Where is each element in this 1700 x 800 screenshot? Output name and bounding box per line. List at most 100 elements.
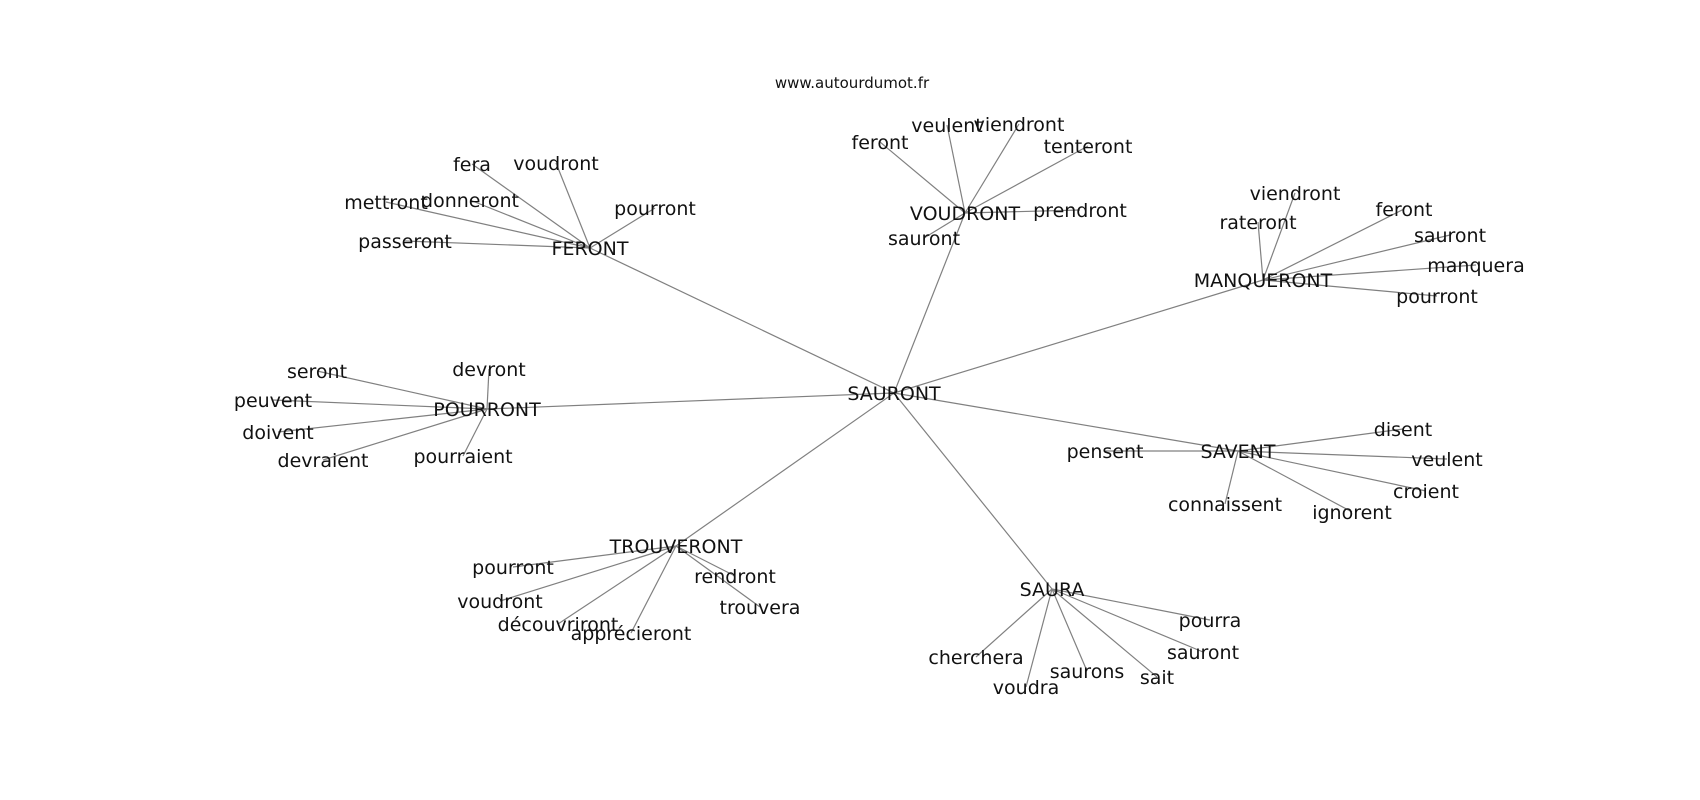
edge-root-to-saura bbox=[893, 392, 1053, 590]
edge-root-to-voudront bbox=[893, 212, 966, 394]
leaf-node-savent-ignorent[interactable]: ignorent bbox=[1312, 502, 1392, 524]
edge-saura-to-saurons bbox=[1051, 588, 1088, 672]
edge-pourront-to-peuvent bbox=[272, 399, 488, 410]
leaf-node-trouveront-apprecieront[interactable]: apprécieront bbox=[571, 623, 692, 645]
leaf-node-voudront-viendront[interactable]: viendront bbox=[974, 114, 1065, 136]
leaf-node-pourront-pourraient[interactable]: pourraient bbox=[413, 446, 512, 468]
edge-trouveront-to-decouvriront bbox=[557, 545, 677, 625]
edge-pourront-to-doivent bbox=[277, 408, 488, 433]
edge-savent-to-veulent bbox=[1237, 450, 1448, 460]
leaf-node-feront-passeront[interactable]: passeront bbox=[358, 231, 452, 253]
leaf-node-saura-sait[interactable]: sait bbox=[1140, 667, 1174, 689]
edge-manqueront-to-viendront bbox=[1262, 192, 1296, 281]
leaf-node-voudront-prendront[interactable]: prendront bbox=[1033, 200, 1127, 222]
edge-voudront-to-tenteront bbox=[964, 145, 1089, 214]
edge-trouveront-to-trouvera bbox=[675, 545, 761, 608]
leaf-node-manqueront-pourront[interactable]: pourront bbox=[1396, 286, 1478, 308]
edge-savent-to-ignorent bbox=[1237, 450, 1353, 513]
leaf-node-savent-croient[interactable]: croient bbox=[1393, 481, 1459, 503]
edge-voudront-to-feront bbox=[879, 141, 966, 214]
edge-feront-to-mettront bbox=[385, 201, 591, 249]
leaf-node-savent-pensent[interactable]: pensent bbox=[1067, 441, 1144, 463]
graph-edges bbox=[272, 123, 1477, 688]
edge-voudront-to-viendront bbox=[964, 123, 1020, 214]
leaf-node-feront-donneront[interactable]: donneront bbox=[421, 190, 519, 212]
leaf-node-voudront-veulent[interactable]: veulent bbox=[911, 115, 982, 137]
edge-savent-to-connaissent bbox=[1224, 450, 1239, 505]
edge-feront-to-pourront bbox=[589, 207, 656, 249]
leaf-node-feront-mettront[interactable]: mettront bbox=[344, 192, 428, 214]
hub-node-saura[interactable]: SAURA bbox=[1020, 579, 1085, 601]
leaf-node-trouveront-voudront[interactable]: voudront bbox=[457, 591, 542, 613]
leaf-node-saura-sauront[interactable]: sauront bbox=[1167, 642, 1239, 664]
edge-manqueront-to-pourront bbox=[1262, 279, 1438, 297]
edge-root-to-feront bbox=[589, 247, 895, 394]
leaf-node-trouveront-trouvera[interactable]: trouvera bbox=[720, 597, 801, 619]
leaf-node-manqueront-manquera[interactable]: manquera bbox=[1427, 255, 1524, 277]
edge-trouveront-to-rendront bbox=[675, 545, 736, 577]
edge-root-to-manqueront bbox=[893, 279, 1264, 394]
edge-manqueront-to-manquera bbox=[1262, 264, 1477, 281]
edge-manqueront-to-sauront bbox=[1262, 234, 1451, 281]
leaf-node-feront-voudront[interactable]: voudront bbox=[513, 153, 598, 175]
leaf-node-savent-disent[interactable]: disent bbox=[1374, 419, 1432, 441]
hub-node-voudront[interactable]: VOUDRONT bbox=[910, 203, 1021, 225]
edge-saura-to-voudra bbox=[1025, 588, 1053, 688]
leaf-node-manqueront-rateront[interactable]: rateront bbox=[1219, 212, 1296, 234]
leaf-node-manqueront-viendront[interactable]: viendront bbox=[1250, 183, 1341, 205]
edge-pourront-to-seront bbox=[316, 370, 488, 410]
edge-voudront-to-sauront bbox=[923, 212, 966, 239]
edge-pourront-to-devraient bbox=[322, 408, 488, 461]
edge-voudront-to-prendront bbox=[964, 209, 1081, 214]
edge-savent-to-disent bbox=[1237, 428, 1404, 452]
leaf-node-trouveront-pourront[interactable]: pourront bbox=[472, 557, 554, 579]
leaf-node-trouveront-rendront[interactable]: rendront bbox=[694, 566, 776, 588]
leaf-node-savent-veulent[interactable]: veulent bbox=[1411, 449, 1482, 471]
leaf-node-voudront-feront[interactable]: feront bbox=[852, 132, 909, 154]
edge-trouveront-to-voudront bbox=[499, 545, 677, 602]
root-node-sauront[interactable]: SAURONT bbox=[847, 383, 941, 405]
edge-manqueront-to-rateront bbox=[1257, 221, 1264, 281]
hub-node-pourront[interactable]: POURRONT bbox=[433, 399, 541, 421]
hub-node-trouveront[interactable]: TROUVERONT bbox=[609, 536, 743, 558]
leaf-node-pourront-doivent[interactable]: doivent bbox=[242, 422, 313, 444]
leaf-node-manqueront-sauront[interactable]: sauront bbox=[1414, 225, 1486, 247]
leaf-node-savent-connaissent[interactable]: connaissent bbox=[1168, 494, 1282, 516]
leaf-node-voudront-tenteront[interactable]: tenteront bbox=[1044, 136, 1133, 158]
leaf-node-manqueront-feront[interactable]: feront bbox=[1376, 199, 1433, 221]
edge-root-to-trouveront bbox=[675, 392, 895, 547]
edge-feront-to-passeront bbox=[404, 240, 591, 249]
leaf-node-voudront-sauront[interactable]: sauront bbox=[888, 228, 960, 250]
edge-saura-to-sauront bbox=[1051, 588, 1204, 653]
edge-pourront-to-pourraient bbox=[462, 408, 488, 457]
leaf-node-pourront-devront[interactable]: devront bbox=[452, 359, 526, 381]
edge-saura-to-pourra bbox=[1051, 588, 1211, 621]
leaf-node-pourront-peuvent[interactable]: peuvent bbox=[234, 390, 312, 412]
edge-root-to-pourront bbox=[486, 392, 895, 410]
leaf-node-pourront-devraient[interactable]: devraient bbox=[278, 450, 369, 472]
edge-savent-to-croient bbox=[1237, 450, 1427, 492]
edge-trouveront-to-pourront bbox=[512, 545, 677, 568]
hub-node-savent[interactable]: SAVENT bbox=[1200, 441, 1275, 463]
hub-node-feront[interactable]: FERONT bbox=[552, 238, 629, 260]
edge-root-to-savent bbox=[893, 392, 1239, 452]
edge-pourront-to-devront bbox=[486, 368, 490, 410]
leaf-node-saura-cherchera[interactable]: cherchera bbox=[928, 647, 1023, 669]
leaf-node-feront-fera[interactable]: fera bbox=[453, 154, 491, 176]
edge-manqueront-to-feront bbox=[1262, 208, 1405, 281]
edge-feront-to-voudront bbox=[555, 162, 591, 249]
edge-saura-to-cherchera bbox=[975, 588, 1053, 658]
leaf-node-saura-pourra[interactable]: pourra bbox=[1179, 610, 1242, 632]
site-watermark[interactable]: www.autourdumot.fr bbox=[775, 74, 930, 92]
leaf-node-trouveront-decouvriront[interactable]: découvriront bbox=[498, 614, 619, 636]
leaf-node-saura-voudra[interactable]: voudra bbox=[993, 677, 1059, 699]
edge-feront-to-donneront bbox=[469, 199, 591, 249]
edge-voudront-to-veulent bbox=[946, 124, 966, 214]
leaf-node-feront-pourront[interactable]: pourront bbox=[614, 198, 696, 220]
leaf-node-pourront-seront[interactable]: seront bbox=[287, 361, 347, 383]
hub-node-manqueront[interactable]: MANQUERONT bbox=[1194, 270, 1333, 292]
leaf-node-saura-saurons[interactable]: saurons bbox=[1050, 661, 1125, 683]
edge-trouveront-to-apprecieront bbox=[630, 545, 677, 634]
edge-feront-to-fera bbox=[471, 163, 591, 249]
